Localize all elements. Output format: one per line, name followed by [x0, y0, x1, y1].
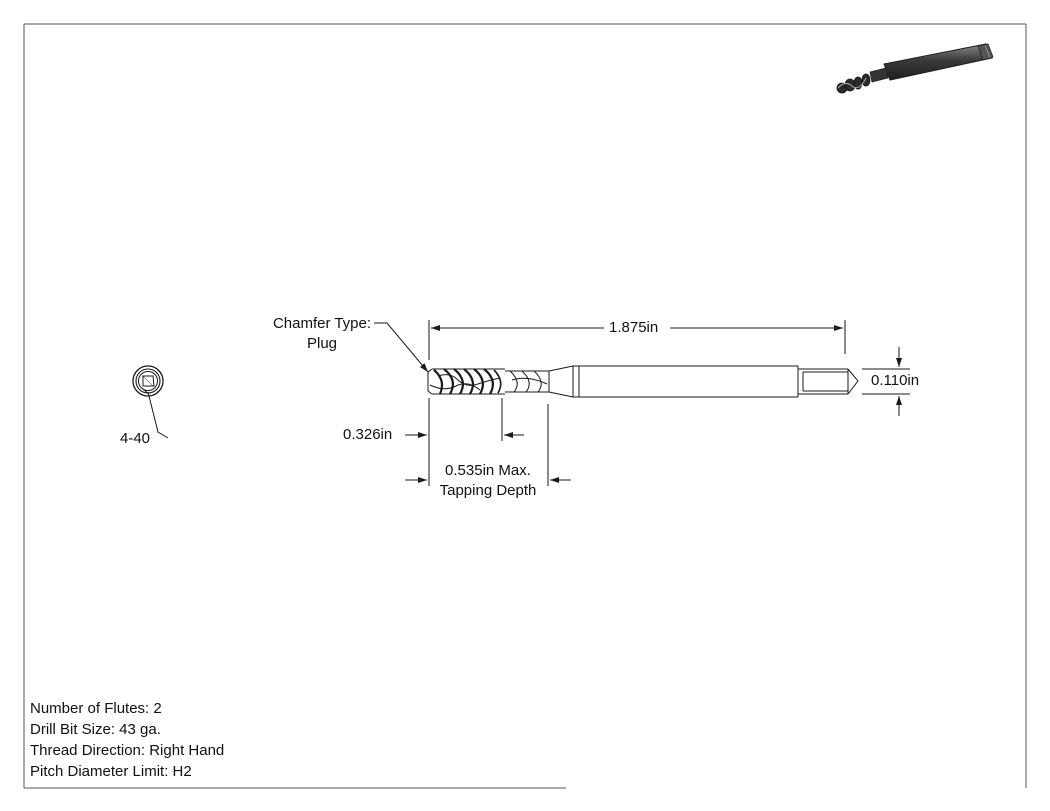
shank-diameter-label: 0.110in	[871, 372, 920, 389]
chamfer-type-label: Chamfer Type: Plug	[262, 315, 382, 353]
spec-thread-direction: Thread Direction: Right Hand	[30, 742, 225, 759]
border-frame	[23, 23, 1027, 789]
thread-length-label: 0.326in	[343, 426, 393, 443]
shank	[548, 365, 799, 398]
chamfer-type-heading: Chamfer Type:	[272, 315, 372, 332]
overall-length-dimension	[428, 320, 846, 360]
end-view-4-40	[132, 365, 169, 439]
tapping-depth-line1: 0.535in Max.	[445, 462, 531, 479]
tapping-depth-line2: Tapping Depth	[439, 482, 537, 499]
spec-flutes: Number of Flutes: 2	[30, 700, 162, 717]
chamfer-leader	[374, 322, 429, 373]
chamfer-type-value: Plug	[306, 335, 338, 352]
thread-length-dimension	[405, 398, 524, 486]
square-drive	[798, 368, 859, 395]
tap-side-view	[427, 365, 859, 398]
tapping-depth-label: 0.535in Max. Tapping Depth	[428, 462, 548, 500]
isometric-flutes	[836, 73, 871, 94]
spec-pitch-limit: Pitch Diameter Limit: H2	[30, 763, 192, 780]
flute-neck	[505, 370, 549, 393]
isometric-tap-view	[836, 43, 994, 94]
overall-length-label: 1.875in	[609, 319, 659, 336]
spec-notes: Number of Flutes: 2 Drill Bit Size: 43 g…	[30, 698, 224, 782]
threaded-section	[427, 368, 505, 395]
tapping-depth-dimension	[405, 404, 571, 486]
thread-size-label: 4-40	[120, 430, 151, 447]
spec-drill-bit: Drill Bit Size: 43 ga.	[30, 721, 161, 738]
shank-diameter-dimension	[862, 347, 910, 416]
